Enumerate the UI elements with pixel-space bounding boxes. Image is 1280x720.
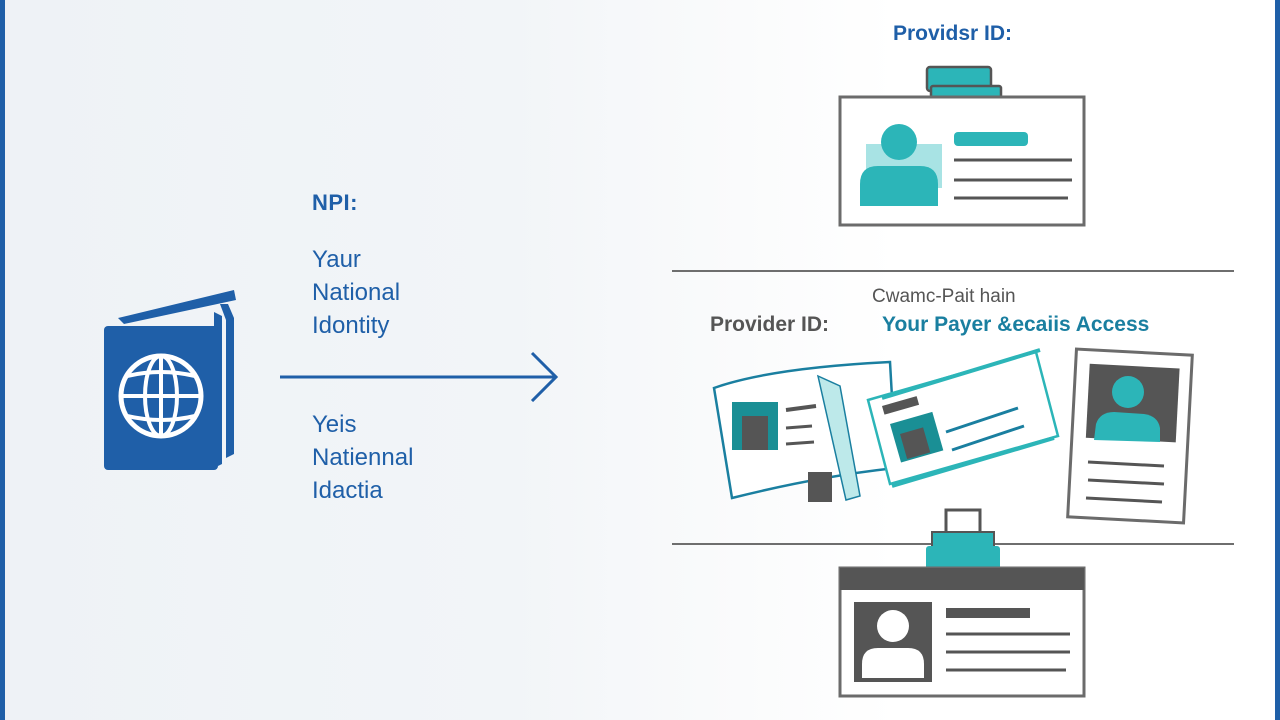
provider-id-title: Providsr ID: <box>893 22 1013 45</box>
text-block-2: Yeis Natiennal Idactia <box>312 408 413 507</box>
payer-access-label: Your Payer &ecaiis Access <box>882 313 1150 336</box>
text-line: Idontity <box>312 312 390 339</box>
subtitle-label: Cwamc-Pait hain <box>872 286 1016 307</box>
provider-id-label: Provider ID: <box>710 313 830 336</box>
npi-title: NPI: <box>312 190 358 215</box>
right-border <box>1275 0 1280 720</box>
text-line: National <box>312 279 401 306</box>
passport-icon <box>104 290 236 470</box>
divider <box>672 270 1234 272</box>
profile-card-icon <box>838 508 1086 698</box>
text-line: Natiennal <box>312 444 414 471</box>
text-block-1: Yaur National Idontity <box>312 243 400 342</box>
text-line: Yeis <box>312 411 357 438</box>
text-line: Idactia <box>312 477 383 504</box>
left-border <box>0 0 5 720</box>
id-cards-icon <box>712 347 1194 525</box>
arrow-right-icon <box>280 351 559 402</box>
text-line: Yaur <box>312 246 361 273</box>
id-badge-icon <box>838 65 1086 227</box>
